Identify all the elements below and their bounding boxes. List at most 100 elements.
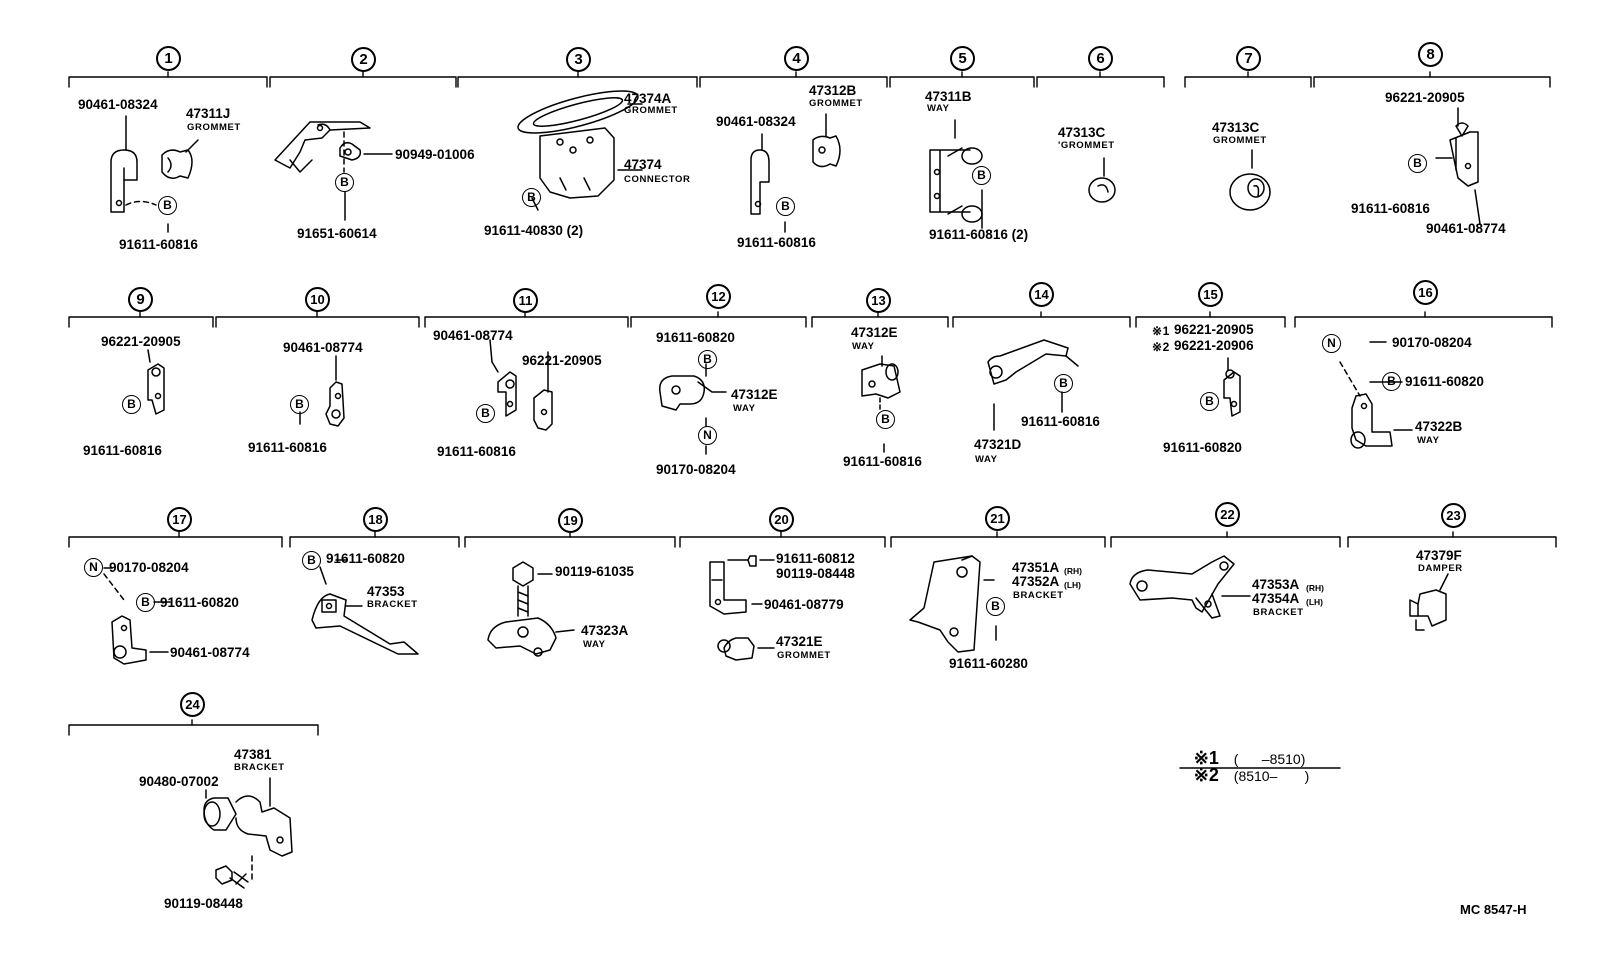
group-2-parts xyxy=(274,121,393,221)
part-number: 47312E xyxy=(851,325,898,340)
group-11-parts xyxy=(489,339,553,431)
part-number: 90119-08448 xyxy=(164,896,243,911)
part-description: BRACKET xyxy=(1253,607,1304,618)
part-number: 90461-08324 xyxy=(716,114,796,129)
part-number: 47312B xyxy=(809,83,857,98)
legend-row-1: ※1 ( –8510) xyxy=(1186,734,1306,768)
part-side: (LH) xyxy=(1064,580,1081,590)
part-number: 47321E xyxy=(776,634,823,649)
part-number: 47351A xyxy=(1012,560,1060,575)
legend-range: ( –8510) xyxy=(1233,751,1306,767)
part-number: 96221-20905 xyxy=(1385,90,1465,105)
bolt-marker: B xyxy=(335,173,354,192)
bolt-marker: B xyxy=(136,593,155,612)
part-number: 91611-60816 xyxy=(1351,201,1430,216)
part-description: WAY xyxy=(927,103,950,114)
group-number-21: 21 xyxy=(985,506,1010,531)
part-description: CONNECTOR xyxy=(624,174,691,185)
part-number: 96221-20905 xyxy=(101,334,181,349)
part-number: 47313C xyxy=(1212,120,1260,135)
group-number-20: 20 xyxy=(769,507,794,532)
group-23-parts xyxy=(1409,573,1449,631)
part-number: 90170-08204 xyxy=(656,462,736,477)
part-number: 90461-08774 xyxy=(433,328,513,343)
part-number: 91611-60816 xyxy=(737,235,816,250)
bolt-marker: B xyxy=(1200,392,1219,411)
part-description: DAMPER xyxy=(1418,563,1463,574)
part-number: 90170-08204 xyxy=(109,560,189,575)
group-number-19: 19 xyxy=(558,508,583,533)
part-number: 47322B xyxy=(1415,419,1463,434)
part-number: 91611-60280 xyxy=(949,656,1028,671)
group-17-parts xyxy=(103,567,171,665)
group-number-15: 15 xyxy=(1198,282,1223,307)
bolt-marker: B xyxy=(1408,154,1427,173)
legend-mark: ※2 xyxy=(1193,765,1219,785)
part-number: 90949-01006 xyxy=(395,147,475,162)
part-description: WAY xyxy=(733,403,756,414)
part-description: WAY xyxy=(583,639,606,650)
bolt-marker: B xyxy=(302,551,321,570)
part-description: GROMMET xyxy=(777,650,831,661)
part-number: 91611-60812 xyxy=(776,551,855,566)
part-description: WAY xyxy=(852,341,875,352)
part-number: 47323A xyxy=(581,623,629,638)
part-number: 96221-20905 xyxy=(1174,322,1254,337)
part-number: 96221-20906 xyxy=(1174,338,1254,353)
group-24-parts xyxy=(203,777,293,889)
part-number: 47313C xyxy=(1058,125,1106,140)
group-number-5: 5 xyxy=(950,46,975,71)
part-side: (RH) xyxy=(1306,583,1324,593)
part-side: (RH) xyxy=(1064,566,1082,576)
group-number-18: 18 xyxy=(363,507,388,532)
nut-marker: N xyxy=(84,558,103,577)
variant-mark: ※2 xyxy=(1152,340,1170,354)
group-brackets xyxy=(68,71,1557,736)
bolt-marker: B xyxy=(290,395,309,414)
part-number: 91611-60820 xyxy=(160,595,239,610)
group-number-1: 1 xyxy=(156,46,181,71)
part-number: 47321D xyxy=(974,437,1022,452)
group-number-23: 23 xyxy=(1441,503,1466,528)
bolt-marker: B xyxy=(698,350,717,369)
part-number: 90480-07002 xyxy=(139,774,219,789)
part-number: 90461-08324 xyxy=(78,97,158,112)
group-number-16: 16 xyxy=(1413,280,1438,305)
legend-row-2: ※2(8510– ) xyxy=(1186,751,1309,784)
part-description: GROMMET xyxy=(1213,135,1267,146)
part-number: 90461-08774 xyxy=(283,340,363,355)
group-9-parts xyxy=(147,349,165,415)
group-1-parts xyxy=(110,115,199,233)
group-number-24: 24 xyxy=(180,692,205,717)
legend-mark: ※1 xyxy=(1193,748,1219,768)
group-10-parts xyxy=(299,355,345,427)
part-number: 91611-60820 xyxy=(326,551,405,566)
part-number: 47352A xyxy=(1012,574,1060,589)
part-description: GROMMET xyxy=(624,105,678,116)
bolt-marker: B xyxy=(1382,372,1401,391)
group-7-parts xyxy=(1229,149,1271,211)
group-18-parts xyxy=(311,559,419,655)
group-5-parts xyxy=(929,119,983,229)
part-number: 47312E xyxy=(731,387,778,402)
group-6-parts xyxy=(1088,157,1116,203)
bolt-marker: B xyxy=(476,404,495,423)
bolt-marker: B xyxy=(986,597,1005,616)
group-number-11: 11 xyxy=(513,288,538,313)
part-description: GROMMET xyxy=(809,98,863,109)
part-description: WAY xyxy=(1417,435,1440,446)
group-number-17: 17 xyxy=(167,507,192,532)
part-number: 90461-08774 xyxy=(1426,221,1506,236)
bolt-marker: B xyxy=(776,197,795,216)
part-number: 47353A xyxy=(1252,577,1300,592)
part-number: 91611-60816 (2) xyxy=(929,227,1029,242)
part-number: 47381 xyxy=(234,747,272,762)
part-number: 91611-60820 xyxy=(656,330,735,345)
group-number-13: 13 xyxy=(866,288,891,313)
nut-marker: N xyxy=(698,426,717,445)
group-12-parts xyxy=(659,363,727,455)
group-number-8: 8 xyxy=(1418,42,1443,67)
part-number: 91651-60614 xyxy=(297,226,377,241)
